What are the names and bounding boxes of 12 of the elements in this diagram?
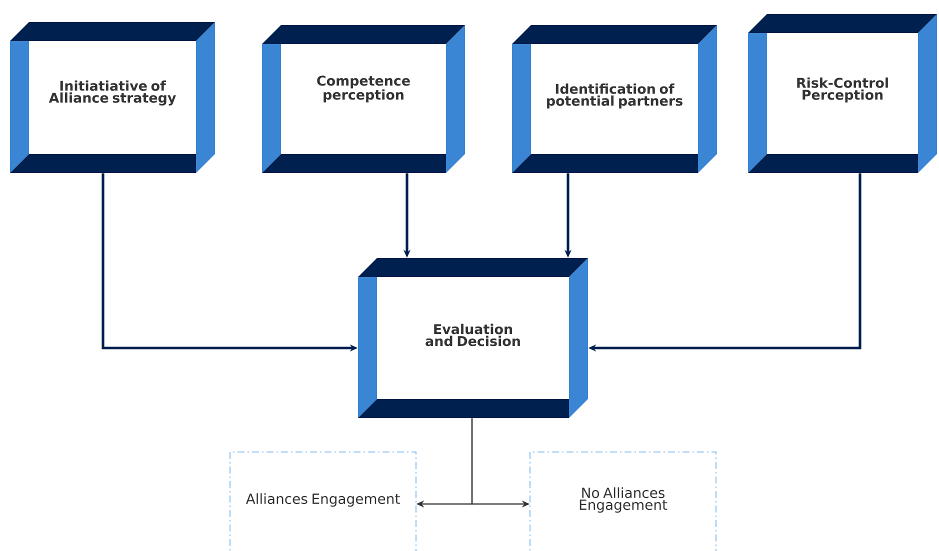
process-box: Risk-Control Perception	[748, 14, 937, 173]
process-box: Evaluation and Decision	[358, 258, 588, 418]
node-label: Risk-Control Perception	[797, 78, 888, 102]
process-box: Initiatiative of Alliance strategy	[10, 22, 215, 173]
node-label: Competence perception	[317, 76, 410, 102]
outcome-box: No Alliances Engagement	[530, 452, 716, 551]
node-label: Identification of potential partners	[547, 84, 682, 108]
node-label: Evaluation and Decision	[426, 324, 520, 346]
outcome-box: Alliances Engagement	[230, 452, 416, 551]
node-label: Initiatiative of Alliance strategy	[48, 80, 176, 106]
process-box: Competence perception	[262, 25, 465, 173]
process-box: Identification of potential partners	[512, 25, 717, 173]
